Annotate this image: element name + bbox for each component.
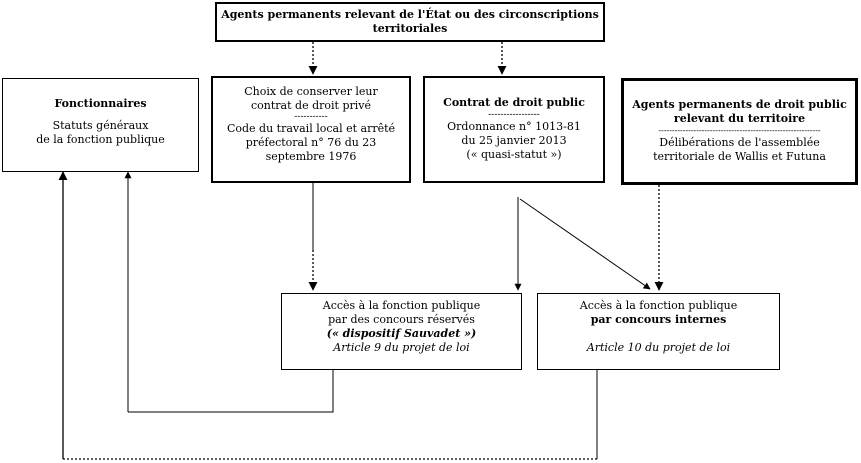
contrat-public-box: Contrat de droit public ----------------… — [423, 76, 605, 183]
prive-line4: préfectoral n° 76 du 23 — [245, 136, 377, 149]
agents-territoire-box: Agents permanents de droit public releva… — [621, 78, 858, 185]
fonctionnaires-box: Fonctionnaires Statuts généraux de la fo… — [2, 78, 199, 172]
prive-line3: Code du travail local et arrêté — [226, 122, 396, 135]
line-reserves-return — [128, 370, 334, 413]
territoire-line4: territoriale de Wallis et Futuna — [653, 150, 826, 163]
reserves-line2: par des concours réservés — [328, 313, 475, 326]
agents-etat-line1: Agents permanents relevant de l'État ou … — [221, 8, 599, 21]
territoire-line3: Délibérations de l'assemblée — [659, 136, 820, 149]
territoire-line1: Agents permanents de droit public — [632, 98, 847, 111]
territoire-separator: ----------------------------------------… — [658, 126, 821, 135]
concours-reserves-box: Accès à la fonction publique par des con… — [281, 293, 522, 370]
reserves-line1: Accès à la fonction publique — [322, 299, 481, 312]
reserves-line4: Article 9 du projet de loi — [333, 341, 470, 354]
fonctionnaires-line2: de la fonction publique — [36, 133, 165, 146]
fonctionnaires-title: Fonctionnaires — [54, 97, 147, 110]
prive-line1: Choix de conserver leur — [244, 85, 378, 98]
contrat-prive-box: Choix de conserver leur contrat de droit… — [211, 76, 411, 183]
agents-etat-box: Agents permanents relevant de l'État ou … — [215, 2, 605, 42]
public-title: Contrat de droit public — [443, 96, 585, 109]
agents-etat-line2: territoriales — [372, 22, 448, 35]
public-line1: Ordonnance n° 1013-81 — [447, 120, 581, 133]
concours-internes-box: Accès à la fonction publique par concour… — [537, 293, 780, 370]
territoire-line2: relevant du territoire — [673, 112, 806, 125]
internes-line3: Article 10 du projet de loi — [586, 341, 731, 354]
internes-line1: Accès à la fonction publique — [579, 299, 738, 312]
prive-line5: septembre 1976 — [265, 150, 357, 163]
public-line2: du 25 janvier 2013 — [461, 134, 567, 147]
internes-line2: par concours internes — [590, 313, 727, 326]
prive-line2: contrat de droit privé — [251, 99, 371, 112]
prive-separator: ----------- — [294, 112, 328, 122]
reserves-line3: (« dispositif Sauvadet ») — [326, 327, 477, 340]
public-separator: ----------------- — [488, 110, 540, 120]
fonctionnaires-line1: Statuts généraux — [52, 119, 149, 132]
public-line3: (« quasi-statut ») — [466, 148, 562, 161]
arrow-public-to-internes — [519, 198, 651, 290]
